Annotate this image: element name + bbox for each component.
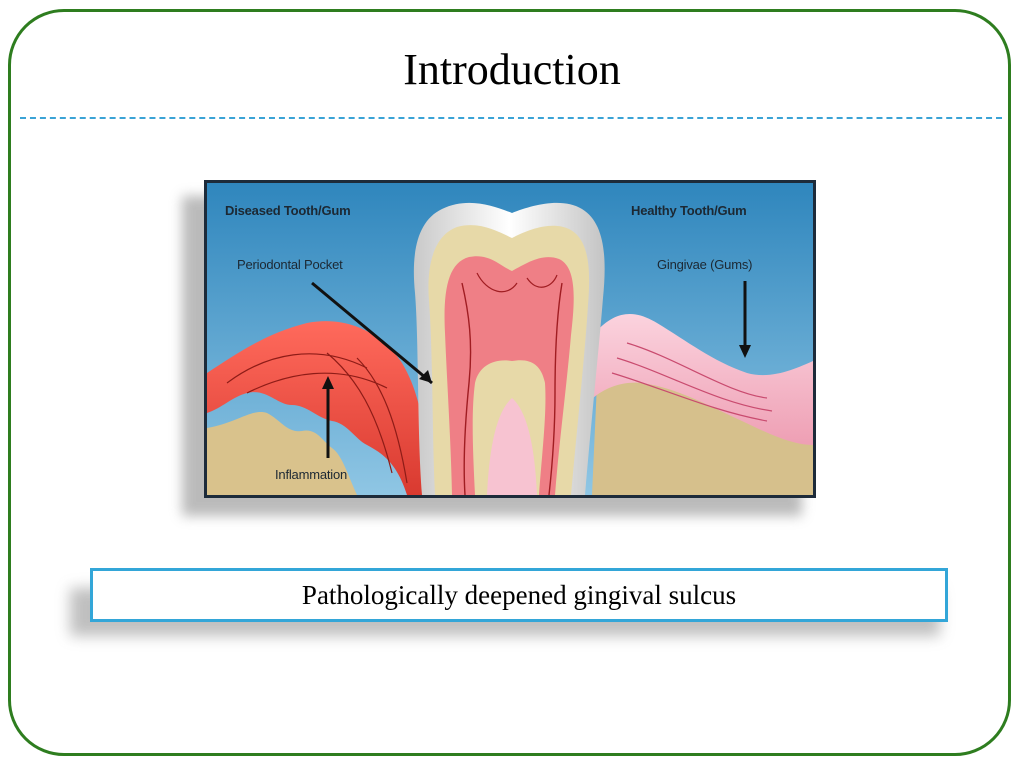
slide-frame bbox=[8, 9, 1011, 756]
label-diseased: Diseased Tooth/Gum bbox=[225, 203, 351, 218]
tooth-gum-diagram: Diseased Tooth/Gum Healthy Tooth/Gum Per… bbox=[204, 180, 816, 498]
root-gap bbox=[487, 398, 537, 495]
diseased-bone-shape bbox=[207, 411, 357, 495]
pocket-arrow bbox=[311, 281, 433, 385]
label-healthy: Healthy Tooth/Gum bbox=[631, 203, 747, 218]
label-periodontal-pocket: Periodontal Pocket bbox=[237, 257, 343, 272]
caption-text: Pathologically deepened gingival sulcus bbox=[301, 579, 737, 610]
diseased-gum-shape bbox=[207, 321, 429, 495]
tooth-pulp bbox=[444, 256, 574, 495]
label-inflammation: Inflammation bbox=[275, 467, 348, 482]
title-divider bbox=[20, 117, 1002, 119]
slide-title: Introduction bbox=[403, 45, 621, 94]
diagram-illustration bbox=[207, 183, 813, 495]
label-gingivae: Gingivae (Gums) bbox=[657, 257, 753, 272]
healthy-gum-shape bbox=[593, 313, 813, 445]
caption-box: Pathologically deepened gingival sulcus bbox=[90, 568, 948, 622]
